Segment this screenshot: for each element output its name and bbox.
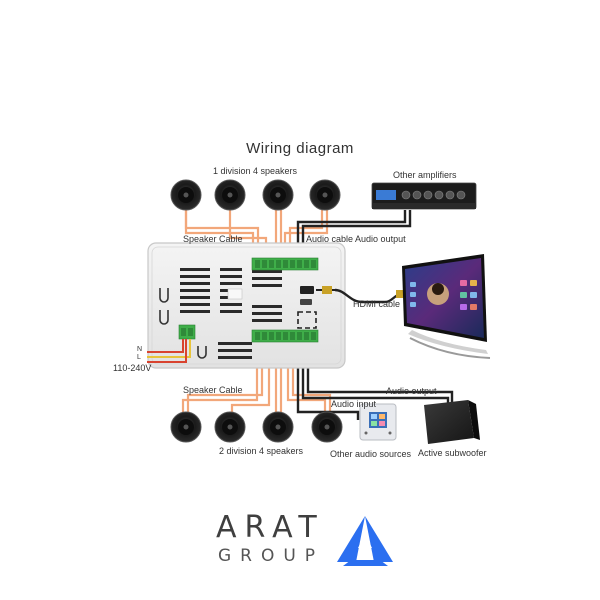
label-division2: 2 division 4 speakers bbox=[219, 446, 304, 456]
label-audio-cable-output: Audio cable Audio output bbox=[306, 234, 406, 244]
vent-slots bbox=[180, 268, 282, 359]
speaker bbox=[309, 179, 341, 211]
speaker bbox=[262, 179, 294, 211]
label-audio-output: Audio output bbox=[386, 386, 437, 396]
label-speaker-cable-top: Speaker Cable bbox=[183, 234, 243, 244]
label-other-amplifiers: Other amplifiers bbox=[393, 170, 457, 180]
label-division1: 1 division 4 speakers bbox=[213, 166, 298, 176]
label-audio-input: Audio input bbox=[331, 399, 377, 409]
power-wires bbox=[147, 339, 191, 363]
audio-source-device bbox=[359, 403, 397, 441]
speaker bbox=[170, 179, 202, 211]
speaker bbox=[214, 179, 246, 211]
active-subwoofer bbox=[424, 400, 480, 444]
label-n-terminal: N bbox=[137, 346, 143, 353]
speaker bbox=[311, 411, 343, 443]
diagram-title: Wiring diagram bbox=[246, 140, 354, 157]
other-amplifier bbox=[371, 182, 477, 210]
label-l-terminal: L bbox=[137, 354, 141, 361]
label-other-audio-sources: Other audio sources bbox=[330, 449, 412, 459]
terminal-block-bottom bbox=[251, 329, 319, 343]
speaker bbox=[170, 411, 202, 443]
speakers-bottom bbox=[170, 411, 343, 443]
logo-sub: GROUP bbox=[218, 546, 325, 566]
label-voltage: 110-240V bbox=[113, 363, 152, 373]
label-active-subwoofer: Active subwoofer bbox=[418, 448, 487, 458]
label-hdmi-cable: HDMI cable bbox=[353, 299, 401, 309]
tv-display bbox=[402, 254, 491, 359]
power-terminal bbox=[178, 324, 196, 340]
label-speaker-cable-bottom: Speaker Cable bbox=[183, 385, 243, 395]
speaker bbox=[214, 411, 246, 443]
amplifier-panel bbox=[147, 242, 346, 369]
terminal-block-top bbox=[251, 257, 319, 271]
speaker bbox=[262, 411, 294, 443]
logo-name: ARAT bbox=[216, 510, 325, 545]
speakers-top bbox=[170, 179, 341, 211]
hdmi-cable bbox=[316, 286, 406, 304]
logo-triangle-icon bbox=[337, 516, 393, 566]
